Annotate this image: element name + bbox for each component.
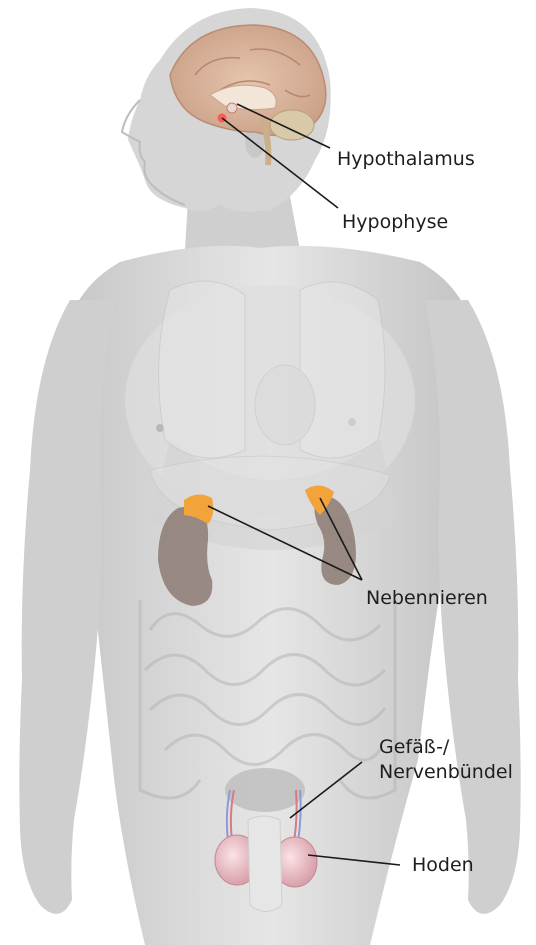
hypothalamus-region — [227, 103, 237, 113]
penis — [248, 816, 282, 912]
label-gefaess-line2: Nervenbündel — [379, 760, 513, 785]
label-hypothalamus: Hypothalamus — [337, 147, 475, 172]
label-nebennieren: Nebennieren — [366, 586, 488, 611]
label-hoden: Hoden — [412, 853, 474, 878]
label-hypophyse: Hypophyse — [342, 210, 448, 235]
label-gefaess-line1: Gefäß-/ — [379, 735, 449, 760]
bladder — [225, 768, 305, 812]
